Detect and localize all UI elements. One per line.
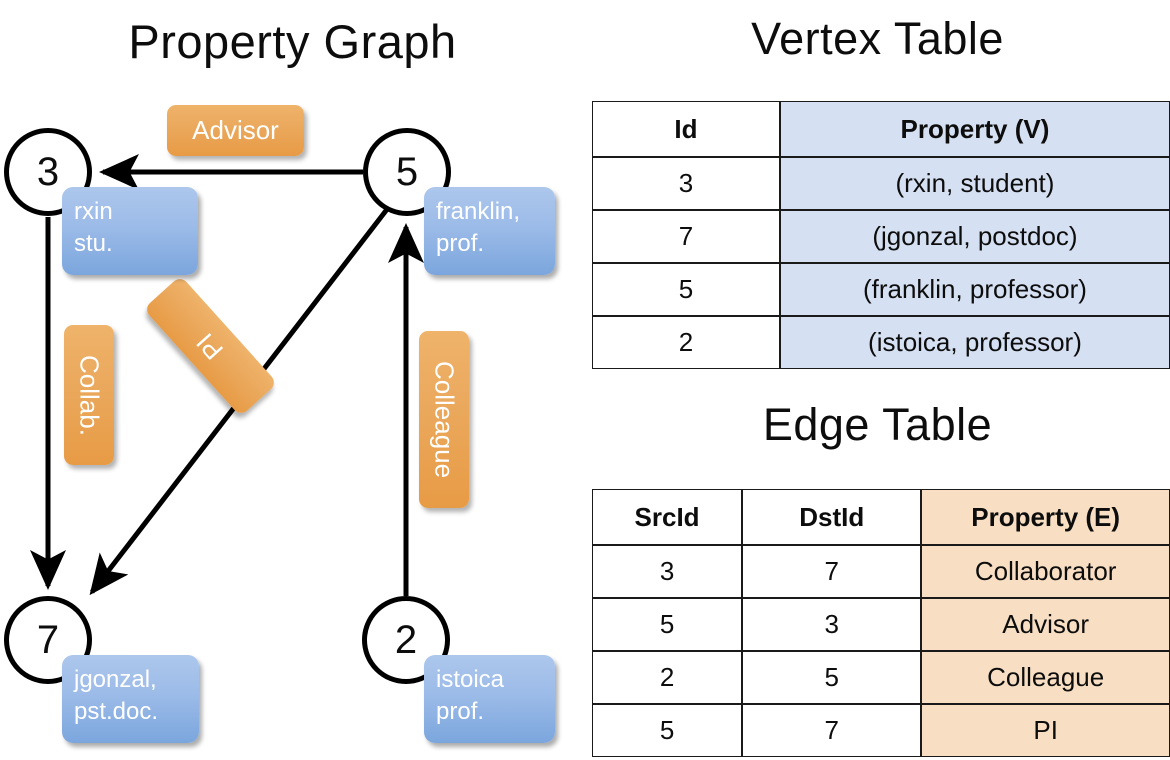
edge-label-colleague-text: Colleague (429, 360, 460, 479)
vertex-table-header-property: Property (V) (779, 101, 1170, 157)
edge-table-cell-srcid: 5 (592, 704, 743, 757)
edge-table-cell-property: Advisor (921, 598, 1170, 651)
edge-label-advisor: Advisor (167, 105, 304, 156)
edge-label-collab: Collab. (64, 325, 114, 465)
table-row: 5 3 Advisor (592, 598, 1170, 651)
edge-table-cell-dstid: 7 (742, 545, 922, 598)
vertex-node-3-id: 3 (36, 150, 60, 194)
vertex-property-5-line2: prof. (436, 230, 485, 257)
edge-table-cell-property: Collaborator (921, 545, 1170, 598)
page-title-property-graph: Property Graph (128, 15, 457, 68)
vertex-table-cell-property: (istoica, professor) (779, 316, 1170, 369)
table-row: 7 (jgonzal, postdoc) (592, 210, 1170, 263)
vertex-table-cell-property: (franklin, professor) (779, 263, 1170, 316)
property-graph-panel: Property Graph Advisor Collab. PI Collea… (4, 15, 555, 743)
edge-table-cell-dstid: 3 (742, 598, 922, 651)
table-row: 3 7 Collaborator (592, 545, 1170, 598)
vertex-property-3-line1: rxin (74, 198, 113, 225)
edge-table-cell-dstid: 5 (742, 651, 922, 704)
vertex-node-5-id: 5 (395, 150, 419, 194)
vertex-node-2-id: 2 (394, 618, 418, 662)
vertex-property-box-5: franklin, prof. (424, 187, 555, 275)
edge-label-colleague: Colleague (419, 331, 469, 508)
vertex-table-cell-property: (jgonzal, postdoc) (779, 210, 1170, 263)
page-title-vertex-table: Vertex Table (751, 13, 1004, 64)
edge-table-header-property: Property (E) (921, 489, 1170, 545)
edge-table-cell-property: Colleague (921, 651, 1170, 704)
table-header-row: SrcId DstId Property (E) (592, 489, 1170, 545)
vertex-property-box-3: rxin stu. (62, 187, 198, 275)
table-row: 2 5 Colleague (592, 651, 1170, 704)
edge-table-header-dstid: DstId (742, 489, 922, 545)
vertex-property-2-line2: prof. (436, 698, 485, 725)
vertex-node-2: 2 (362, 596, 450, 684)
edge-table: SrcId DstId Property (E) 3 7 Collaborato… (592, 489, 1170, 757)
vertex-property-3-line2: stu. (74, 230, 113, 257)
vertex-table-cell-property: (rxin, student) (779, 157, 1170, 210)
vertex-table-cell-id: 2 (592, 316, 780, 369)
page-title-edge-table: Edge Table (762, 399, 993, 450)
vertex-table: Id Property (V) 3 (rxin, student) 7 (jgo… (592, 101, 1170, 369)
edge-table-cell-dstid: 7 (742, 704, 922, 757)
vertex-node-7-id: 7 (36, 618, 60, 662)
edge-table-cell-srcid: 5 (592, 598, 743, 651)
vertex-property-7-line2: pst.doc. (74, 698, 159, 725)
vertex-node-5: 5 (363, 128, 451, 216)
vertex-property-box-2: istoica prof. (424, 655, 555, 743)
vertex-table-cell-id: 3 (592, 157, 780, 210)
table-row: 3 (rxin, student) (592, 157, 1170, 210)
vertex-table-cell-id: 7 (592, 210, 780, 263)
edge-label-collab-text: Collab. (74, 354, 105, 436)
vertex-property-7-line1: jgonzal, (74, 666, 157, 693)
edge-table-header-srcid: SrcId (592, 489, 743, 545)
vertex-table-cell-id: 5 (592, 263, 780, 316)
edge-label-pi-text: PI (190, 327, 230, 366)
table-header-row: Id Property (V) (592, 101, 1170, 157)
edge-table-cell-srcid: 3 (592, 545, 743, 598)
edge-label-advisor-text: Advisor (192, 115, 279, 145)
table-row: 5 7 PI (592, 704, 1170, 757)
edge-table-cell-property: PI (921, 704, 1170, 757)
table-row: 2 (istoica, professor) (592, 316, 1170, 369)
vertex-property-box-7: jgonzal, pst.doc. (62, 655, 199, 743)
vertex-property-5-line1: franklin, (436, 198, 521, 225)
table-row: 5 (franklin, professor) (592, 263, 1170, 316)
edge-table-cell-srcid: 2 (592, 651, 743, 704)
vertex-table-header-id: Id (592, 101, 780, 157)
vertex-property-2-line1: istoica (436, 666, 505, 693)
